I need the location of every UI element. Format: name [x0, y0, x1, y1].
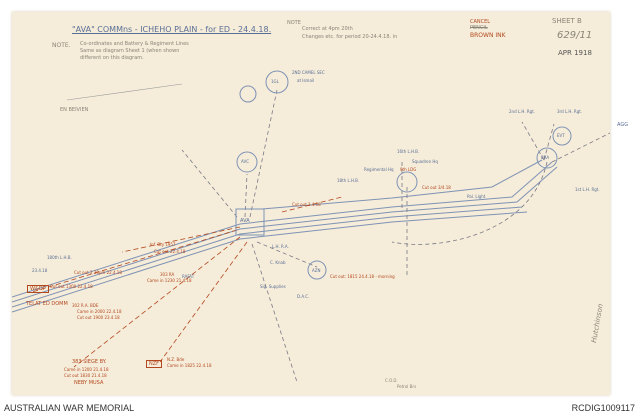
label-en-beivien: EN BEIVIEN: [60, 107, 89, 113]
footer-id: RCDIG1009117: [571, 403, 635, 413]
right-note-line: Changes etc. for period 20-24.4.18. in: [302, 34, 398, 40]
note-label: NOTE.: [52, 42, 71, 49]
label-383-siege: 383 SIEGE BY.: [72, 359, 107, 365]
label-rgt-3rd: 3rd L.H. Rgt.: [557, 109, 583, 114]
label-pal-light: Pal. Light: [467, 194, 486, 199]
label-383-in: Came in 1200 21.4.18: [64, 367, 109, 372]
label-cod-sub: Petrol Brs: [397, 384, 417, 389]
label-sig-supplies: Sig. Supplies: [260, 284, 286, 289]
en-beivien-line: [66, 83, 183, 101]
label-camel-sub: at Ismail: [297, 78, 315, 83]
main-wire-route: [12, 159, 558, 313]
label-nz-bde: N.Z. Bde: [167, 357, 185, 362]
label-reg-hq: Regimental Hq: [364, 167, 394, 172]
note-line: different on this diagram.: [80, 55, 144, 61]
sheet-label: SHEET B: [552, 17, 582, 25]
label-ra-303-note: Came in 1230 21.4.18: [147, 278, 192, 283]
communications-diagram: [12, 70, 610, 383]
label-sq-hq: Squadron Hq: [412, 159, 438, 164]
main-hq-box: [235, 208, 265, 236]
label-lh-ra: L.H. R.A.: [272, 244, 289, 249]
label-center-node: 9th LDG: [400, 167, 417, 172]
mid-circle: [307, 260, 327, 280]
label-camel: 2ND CAMEL SEC: [292, 70, 325, 75]
label-nz-note: Came in 1825 22.4.18: [167, 363, 212, 368]
label-cut-out: Cut out 3/4.18: [422, 185, 451, 190]
small-circle: [239, 85, 257, 103]
ink-cancel: CANCEL: [470, 19, 491, 25]
label-tel-ed: TELAT ED DOMM: [26, 301, 68, 307]
label-ra-302-out: Cut out 1900 23.4.18: [77, 315, 120, 320]
label-left-bde: 180th L.H.B.: [47, 255, 72, 260]
label-c-knab: C. Knab: [270, 260, 286, 265]
label-right2-node: EVT: [557, 133, 565, 138]
brown-links: [31, 196, 343, 368]
center-circle: [396, 171, 418, 193]
right-note-line: Correct at 4pm 20th: [302, 26, 353, 32]
route-line: [12, 206, 523, 308]
label-dac: D.A.C.: [297, 294, 310, 299]
route-line: [261, 159, 543, 210]
label-cut-out: Cut out 2.4.18: [292, 202, 321, 207]
route-line: [12, 161, 553, 298]
label-avc: AVC: [241, 159, 250, 164]
label-bde: 18th L.H.B.: [337, 178, 360, 183]
note-line: Co-ordinates and Battery & Regiment Line…: [80, 41, 189, 47]
label-left-sub: 23.4.18: [32, 268, 48, 273]
label-rgt-1st: 1st L.H. Rgt.: [575, 187, 600, 192]
footer-credit: AUSTRALIAN WAR MEMORIAL: [4, 403, 135, 413]
dashed-links: [181, 89, 610, 383]
diagram-title: "AVA" COMMns - ICHEHO PLAIN - for ED - 2…: [72, 25, 272, 34]
note-line: Same as diagram Sheet 1 (when shown: [80, 48, 180, 54]
label-hq2: 1GL: [271, 79, 279, 84]
label-ra-302: 302 R.A. BDE: [72, 303, 99, 308]
label-inf-bty-note: Cut out 22.4.18: [154, 249, 186, 254]
avc-circle: [236, 151, 258, 173]
hq2-circle: [265, 70, 289, 94]
label-agg: AGG: [617, 122, 629, 128]
right-note-label: NOTE: [287, 20, 301, 26]
label-cut-right: Cut out: 1815 24.4.18 - morning: [330, 274, 395, 279]
ink-crossed: PENCIL: [470, 25, 488, 31]
label-cod: C.O.D.: [385, 378, 398, 383]
label-neby-musa: NEBY MUSA: [74, 380, 104, 386]
label-rafat: RAFAT: [182, 274, 195, 279]
wdp-box: W&DP: [27, 285, 49, 293]
label-lhb: 16th L.H.B.: [397, 149, 420, 154]
label-383-out: Cut out 1830 21.4.18: [64, 373, 107, 378]
label-right-node: BRA: [541, 155, 550, 160]
map-sheet: "AVA" COMMns - ICHEHO PLAIN - for ED - 2…: [12, 12, 628, 395]
label-wdp-note: Cut out 1300 22.4.18: [50, 284, 93, 289]
label-ra-302-in: Came in 2000 22.4.18: [77, 309, 122, 314]
brown-ink-label: BROWN INK: [470, 32, 506, 39]
right2-circle: [552, 126, 572, 146]
right-circle: [536, 147, 558, 169]
date-stamp: APR 1918: [558, 49, 592, 57]
label-mid-node: AZN: [312, 268, 321, 273]
route-line: [12, 211, 528, 313]
label-rgt-2nd: 2nd L.H. Rgt.: [509, 109, 536, 114]
label-ra-303: 303 RA: [160, 272, 175, 277]
nzf-box: NZF: [146, 360, 163, 368]
label-left-wire: Cut out 2.30pm 22.4.18: [74, 270, 122, 275]
label-inf-bty: Inf. Bty 1957: [150, 242, 176, 247]
route-line: [12, 166, 558, 303]
folio-number: 629/11: [557, 30, 593, 41]
label-main-hq: AVA: [240, 218, 250, 224]
